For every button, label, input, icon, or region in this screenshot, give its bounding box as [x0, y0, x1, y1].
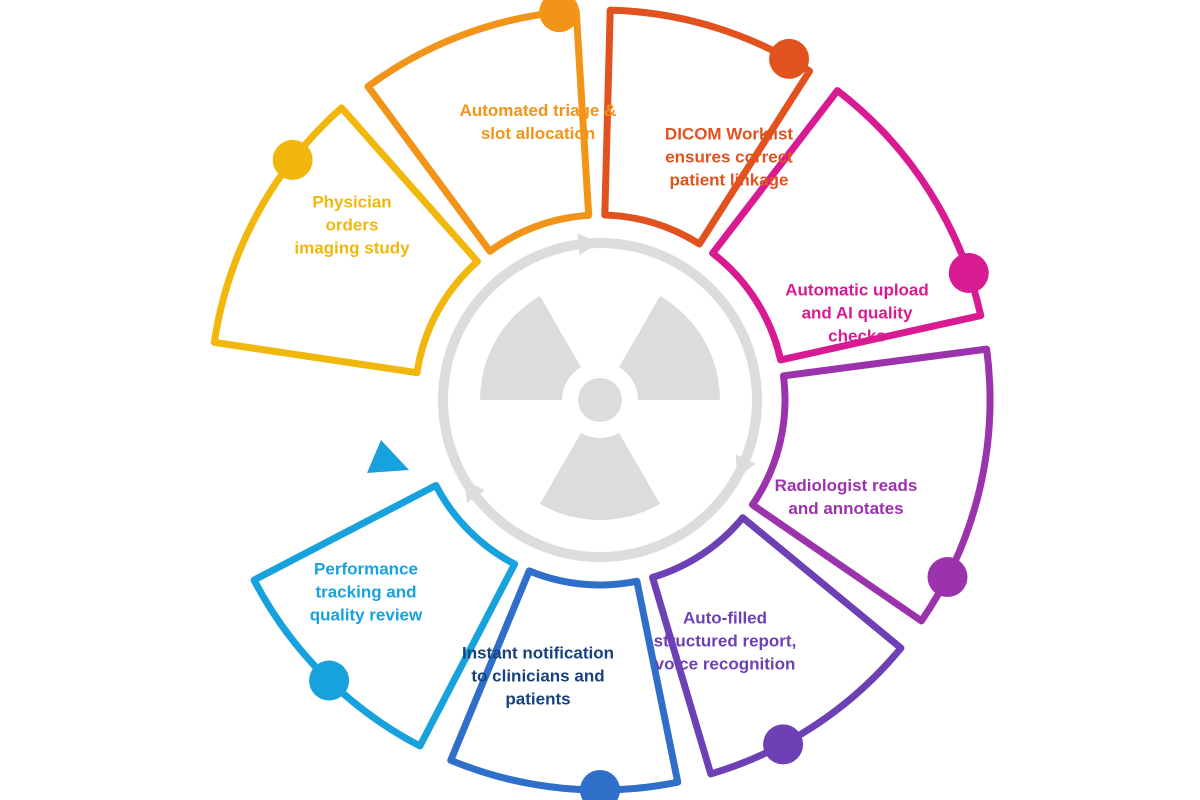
step-dot-automated-triage	[539, 0, 580, 33]
step-dot-performance-tracking	[309, 660, 350, 701]
step-dot-dicom-worklist	[769, 38, 810, 79]
segment-automatic-upload	[709, 87, 985, 364]
ring-arrow-icon	[735, 454, 756, 478]
step-dot-auto-filled-report	[763, 724, 804, 765]
radiation-symbol-icon	[480, 296, 720, 520]
center-cycle-ring	[438, 233, 762, 562]
segment-physician-orders	[210, 104, 481, 377]
ring-arrow-icon	[464, 480, 485, 503]
step-dot-instant-notification	[580, 770, 620, 800]
cycle-arrowhead-icon	[367, 440, 409, 473]
step-dot-physician-orders	[272, 139, 313, 180]
segment-radiologist-reads	[748, 345, 994, 625]
segment-performance-tracking	[250, 481, 519, 750]
center-ring-circle	[438, 238, 762, 562]
segment-dicom-worklist	[601, 6, 814, 248]
step-dot-radiologist-reads	[927, 557, 968, 598]
workflow-segments	[210, 0, 994, 800]
segment-auto-filled-report	[649, 514, 905, 778]
step-dot-automatic-upload	[948, 253, 989, 294]
ring-arrow-icon	[577, 233, 599, 256]
